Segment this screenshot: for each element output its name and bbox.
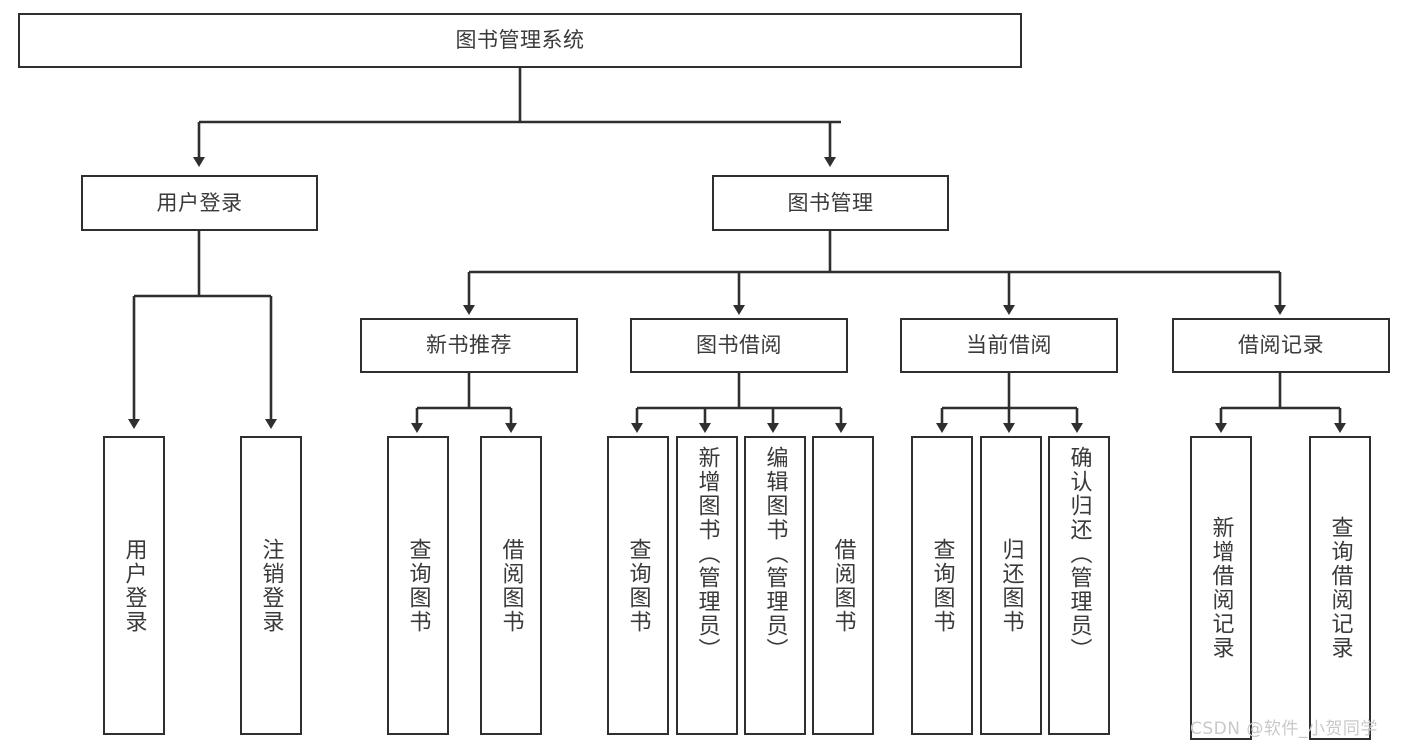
- node-label: 查询借阅记录: [1327, 516, 1353, 660]
- node-label: 新增借阅记录: [1208, 516, 1234, 660]
- leaf-user-login-login[interactable]: 用户登录: [103, 436, 165, 735]
- node-label: 编辑图书（管理员）: [762, 446, 788, 662]
- leaf-borrow-add-book[interactable]: 新增图书（管理员）: [676, 436, 738, 735]
- leaf-borrow-borrow-book[interactable]: 借阅图书: [812, 436, 874, 735]
- node-label: 用户登录: [121, 537, 147, 634]
- leaf-current-return-book[interactable]: 归还图书: [980, 436, 1042, 735]
- node-book-management[interactable]: 图书管理: [712, 175, 949, 231]
- node-label: 当前借阅: [966, 333, 1052, 358]
- leaf-record-query-record[interactable]: 查询借阅记录: [1309, 436, 1371, 740]
- leaf-current-confirm-return[interactable]: 确认归还（管理员）: [1048, 436, 1110, 735]
- node-label: 图书管理: [787, 190, 874, 215]
- node-book-borrow[interactable]: 图书借阅: [630, 318, 848, 373]
- node-user-login[interactable]: 用户登录: [81, 175, 318, 231]
- leaf-record-add-record[interactable]: 新增借阅记录: [1190, 436, 1252, 740]
- node-label: 新增图书（管理员）: [694, 446, 720, 662]
- csdn-watermark: CSDN @软件_小贺同学: [1190, 719, 1378, 739]
- node-label: 确认归还（管理员）: [1066, 446, 1092, 662]
- leaf-new-book-borrow[interactable]: 借阅图书: [480, 436, 542, 735]
- node-label: 用户登录: [156, 190, 243, 215]
- node-label: 查询图书: [625, 537, 651, 634]
- leaf-borrow-edit-book[interactable]: 编辑图书（管理员）: [744, 436, 806, 735]
- node-current-borrow[interactable]: 当前借阅: [900, 318, 1118, 373]
- leaf-current-query-book[interactable]: 查询图书: [911, 436, 973, 735]
- leaf-borrow-query-book[interactable]: 查询图书: [607, 436, 669, 735]
- node-label: 图书借阅: [696, 333, 782, 358]
- node-label: 归还图书: [998, 537, 1024, 634]
- node-label: 借阅记录: [1238, 333, 1324, 358]
- node-label: 注销登录: [258, 537, 284, 634]
- node-new-book-recommend[interactable]: 新书推荐: [360, 318, 578, 373]
- node-label: 借阅图书: [830, 537, 856, 634]
- node-label: 借阅图书: [498, 537, 524, 634]
- node-label: 查询图书: [405, 537, 431, 634]
- node-label: 新书推荐: [426, 333, 512, 358]
- leaf-user-login-logout[interactable]: 注销登录: [240, 436, 302, 735]
- node-label: 图书管理系统: [455, 28, 585, 53]
- node-borrow-record[interactable]: 借阅记录: [1172, 318, 1390, 373]
- node-root-system[interactable]: 图书管理系统: [18, 13, 1022, 68]
- leaf-new-book-query[interactable]: 查询图书: [387, 436, 449, 735]
- node-label: 查询图书: [929, 537, 955, 634]
